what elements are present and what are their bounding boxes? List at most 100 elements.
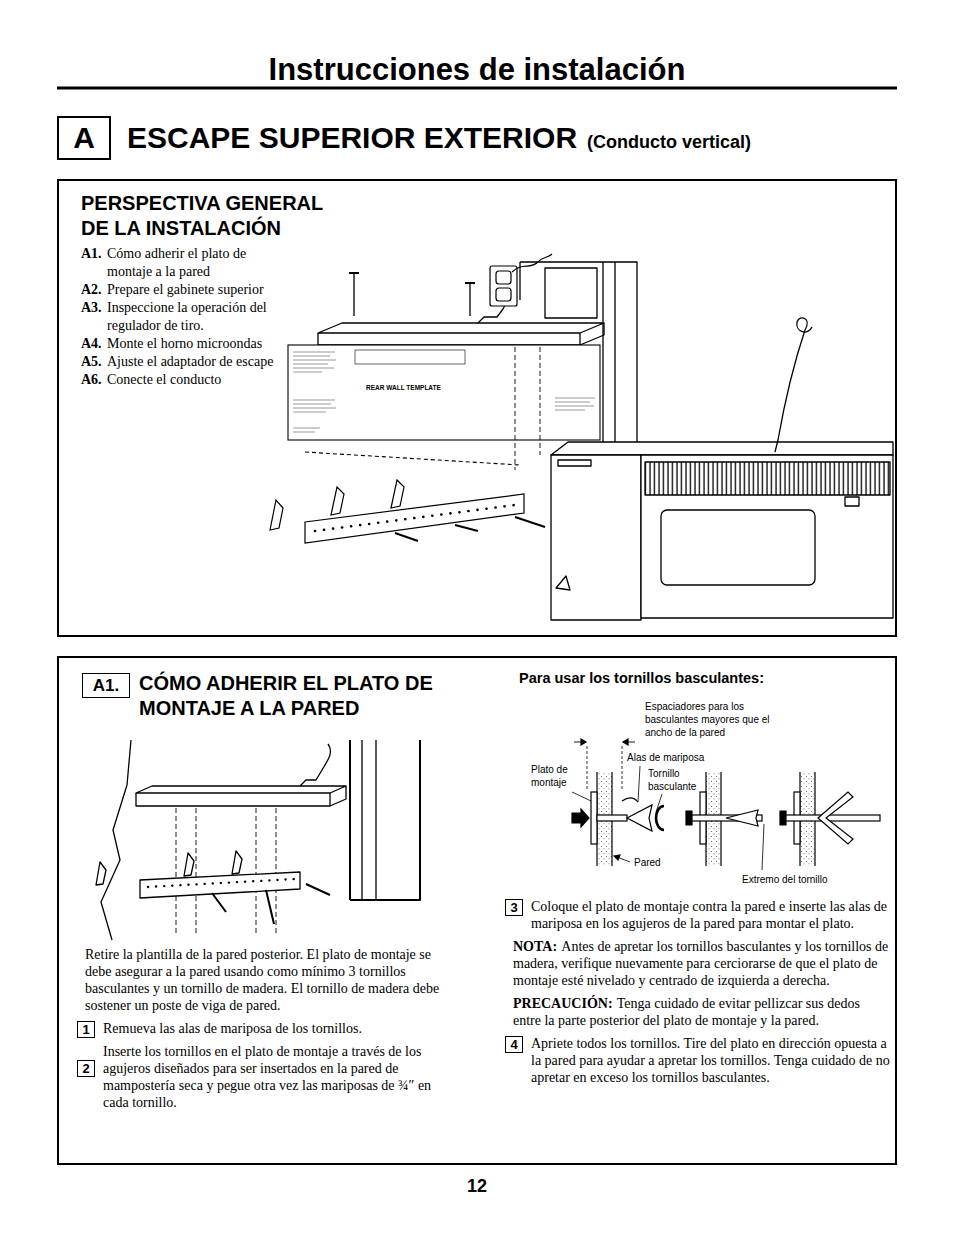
text-block: Para usar los tornillos basculantes: [519,669,891,687]
wall-template [293,400,335,401]
paragraph: A4.Monte el horno microondas [81,335,286,353]
toggle-bolt-drawing [818,792,853,844]
microwave-drawing [551,442,893,455]
wall-mount-drawing [96,740,420,940]
section-letter-box: A [57,116,111,160]
instruction-text: Inserte los tornillos en el plato de mon… [103,1044,431,1110]
wall-mount-drawing [375,740,376,900]
mounting-plate-drawing [395,533,418,541]
text-block: CÓMO ADHERIR EL PLATO DE MONTAJE A LA PA… [139,671,449,721]
box-label: A1. [93,677,119,694]
toggle-bolt-drawing [780,811,786,825]
toggle-bolt-drawing [622,746,623,790]
wall-template [288,345,600,470]
page-number: 12 [467,1176,487,1197]
panel-heading: PERSPECTIVA GENERAL DE LA INSTALACIÓN [81,192,323,239]
wall-mount-drawing [276,808,277,935]
box-label: 3 [510,901,517,914]
toggle-bolt-drawing [572,792,591,801]
toggle-bolt-drawing [614,855,620,860]
toggle-bolt-drawing [622,798,638,802]
outlet-drawing [496,288,511,301]
wall-mount-drawing [184,853,194,876]
instruction-text: Apriete todos los tornillos. Tire del pl… [531,1036,890,1085]
wall-mount-drawing [232,851,242,874]
toggle-bolt-drawing [726,810,758,826]
microwave-drawing [645,462,890,495]
cabinet-drawing [353,274,354,316]
box-label: 2 [82,1062,89,1075]
step-panel: A1. 1 2 3 4 CÓMO ADHERIR EL PLATO DE MONTAJE … [57,656,897,1165]
box-label: 1 [82,1023,89,1036]
toggle-bolt-drawing [581,739,586,745]
toggle-bolt-drawing [591,792,597,844]
text-block: PERSPECTIVA GENERAL DE LA INSTALACIÓN [81,191,343,241]
wall-template [555,406,594,407]
paragraph: A1.Cómo adherir el plato de montaje a la… [81,245,286,281]
paragraph: Apriete todos los tornillos. Tire del pl… [505,1035,891,1086]
wall-template [293,372,322,373]
wall-template [305,452,520,465]
item-code: A3. [81,299,107,317]
cabinet-drawing [349,272,359,274]
microwave-drawing [551,318,893,620]
title-rule [57,88,897,89]
paragraph: Inserte los tornillos en el plato de mon… [77,1043,449,1111]
mounting-plate-drawing [270,500,283,530]
subheading: Para usar los tornillos basculantes: [519,670,764,686]
callout-text: Plato de montaje [531,763,579,789]
section-subheading: (Conducto vertical) [587,132,751,153]
step-number-box: 1 [77,1021,95,1038]
wall-template [555,398,595,399]
callout-text: Alas de mariposa [627,751,704,764]
wall-mount-drawing [350,740,420,900]
cabinet-drawing [318,323,604,345]
box-label: A [73,123,95,153]
wall-template [293,368,334,369]
wall-mount-drawing [300,744,330,786]
wall-template [540,347,541,455]
wall-template [293,408,336,409]
cabinet-drawing [469,284,470,316]
instruction-text: Conecte el conducto [107,372,221,387]
instruction-text: Coloque el plato de montaje contra la pa… [531,899,887,931]
microwave-drawing [661,510,815,585]
outlet-drawing [496,271,511,284]
wall-mount-drawing [361,740,362,900]
wall-template [515,347,516,470]
paragraph: A2.Prepare el gabinete superior [81,281,286,299]
item-code: A4. [81,335,107,353]
wall-template [293,428,320,429]
item-code: A2. [81,281,107,299]
outlet-drawing [512,254,552,272]
text-block: Retire la plantilla de la pared posterio… [77,946,449,1117]
wall-template [293,360,336,361]
toggle-bolt-drawing [686,811,692,825]
paragraph: PRECAUCIÓN:Tenga cuidado de evitar pelli… [505,995,891,1029]
section-heading: ESCAPE SUPERIOR EXTERIOR [127,121,577,156]
callout-text: Espaciadores para los basculantes mayore… [645,700,785,739]
toggle-bolt-drawing [762,824,764,870]
wall-mount-drawing [176,808,177,935]
wall-mount-drawing [266,890,274,924]
instruction-text: Cómo adherir el plato de montaje a la pa… [107,246,246,279]
cabinet-drawing [602,262,603,452]
paragraph: Remueva las alas de mariposa de los torn… [77,1020,449,1037]
text-block: A1.Cómo adherir el plato de montaje a la… [81,245,286,389]
microwave-drawing [845,497,859,506]
box-label: 4 [510,1038,517,1051]
instruction-text: Monte el horno microondas [107,336,262,351]
wall-mount-drawing [136,786,346,806]
wall-mount-drawing [176,808,276,935]
microwave-drawing [558,460,591,466]
wall-mount-drawing [306,884,330,895]
toggle-bolt-drawing [572,809,589,827]
text-block: Coloque el plato de montaje contra la pa… [505,898,891,1092]
instruction-text: Antes de apretar los tornillos basculant… [513,939,888,988]
paragraph: NOTA:Antes de apretar los tornillos basc… [505,938,891,989]
wall-template [555,410,585,411]
paragraph: A6.Conecte el conducto [81,371,286,389]
step-code-box: A1. [82,673,130,698]
outlet-drawing [490,254,552,306]
